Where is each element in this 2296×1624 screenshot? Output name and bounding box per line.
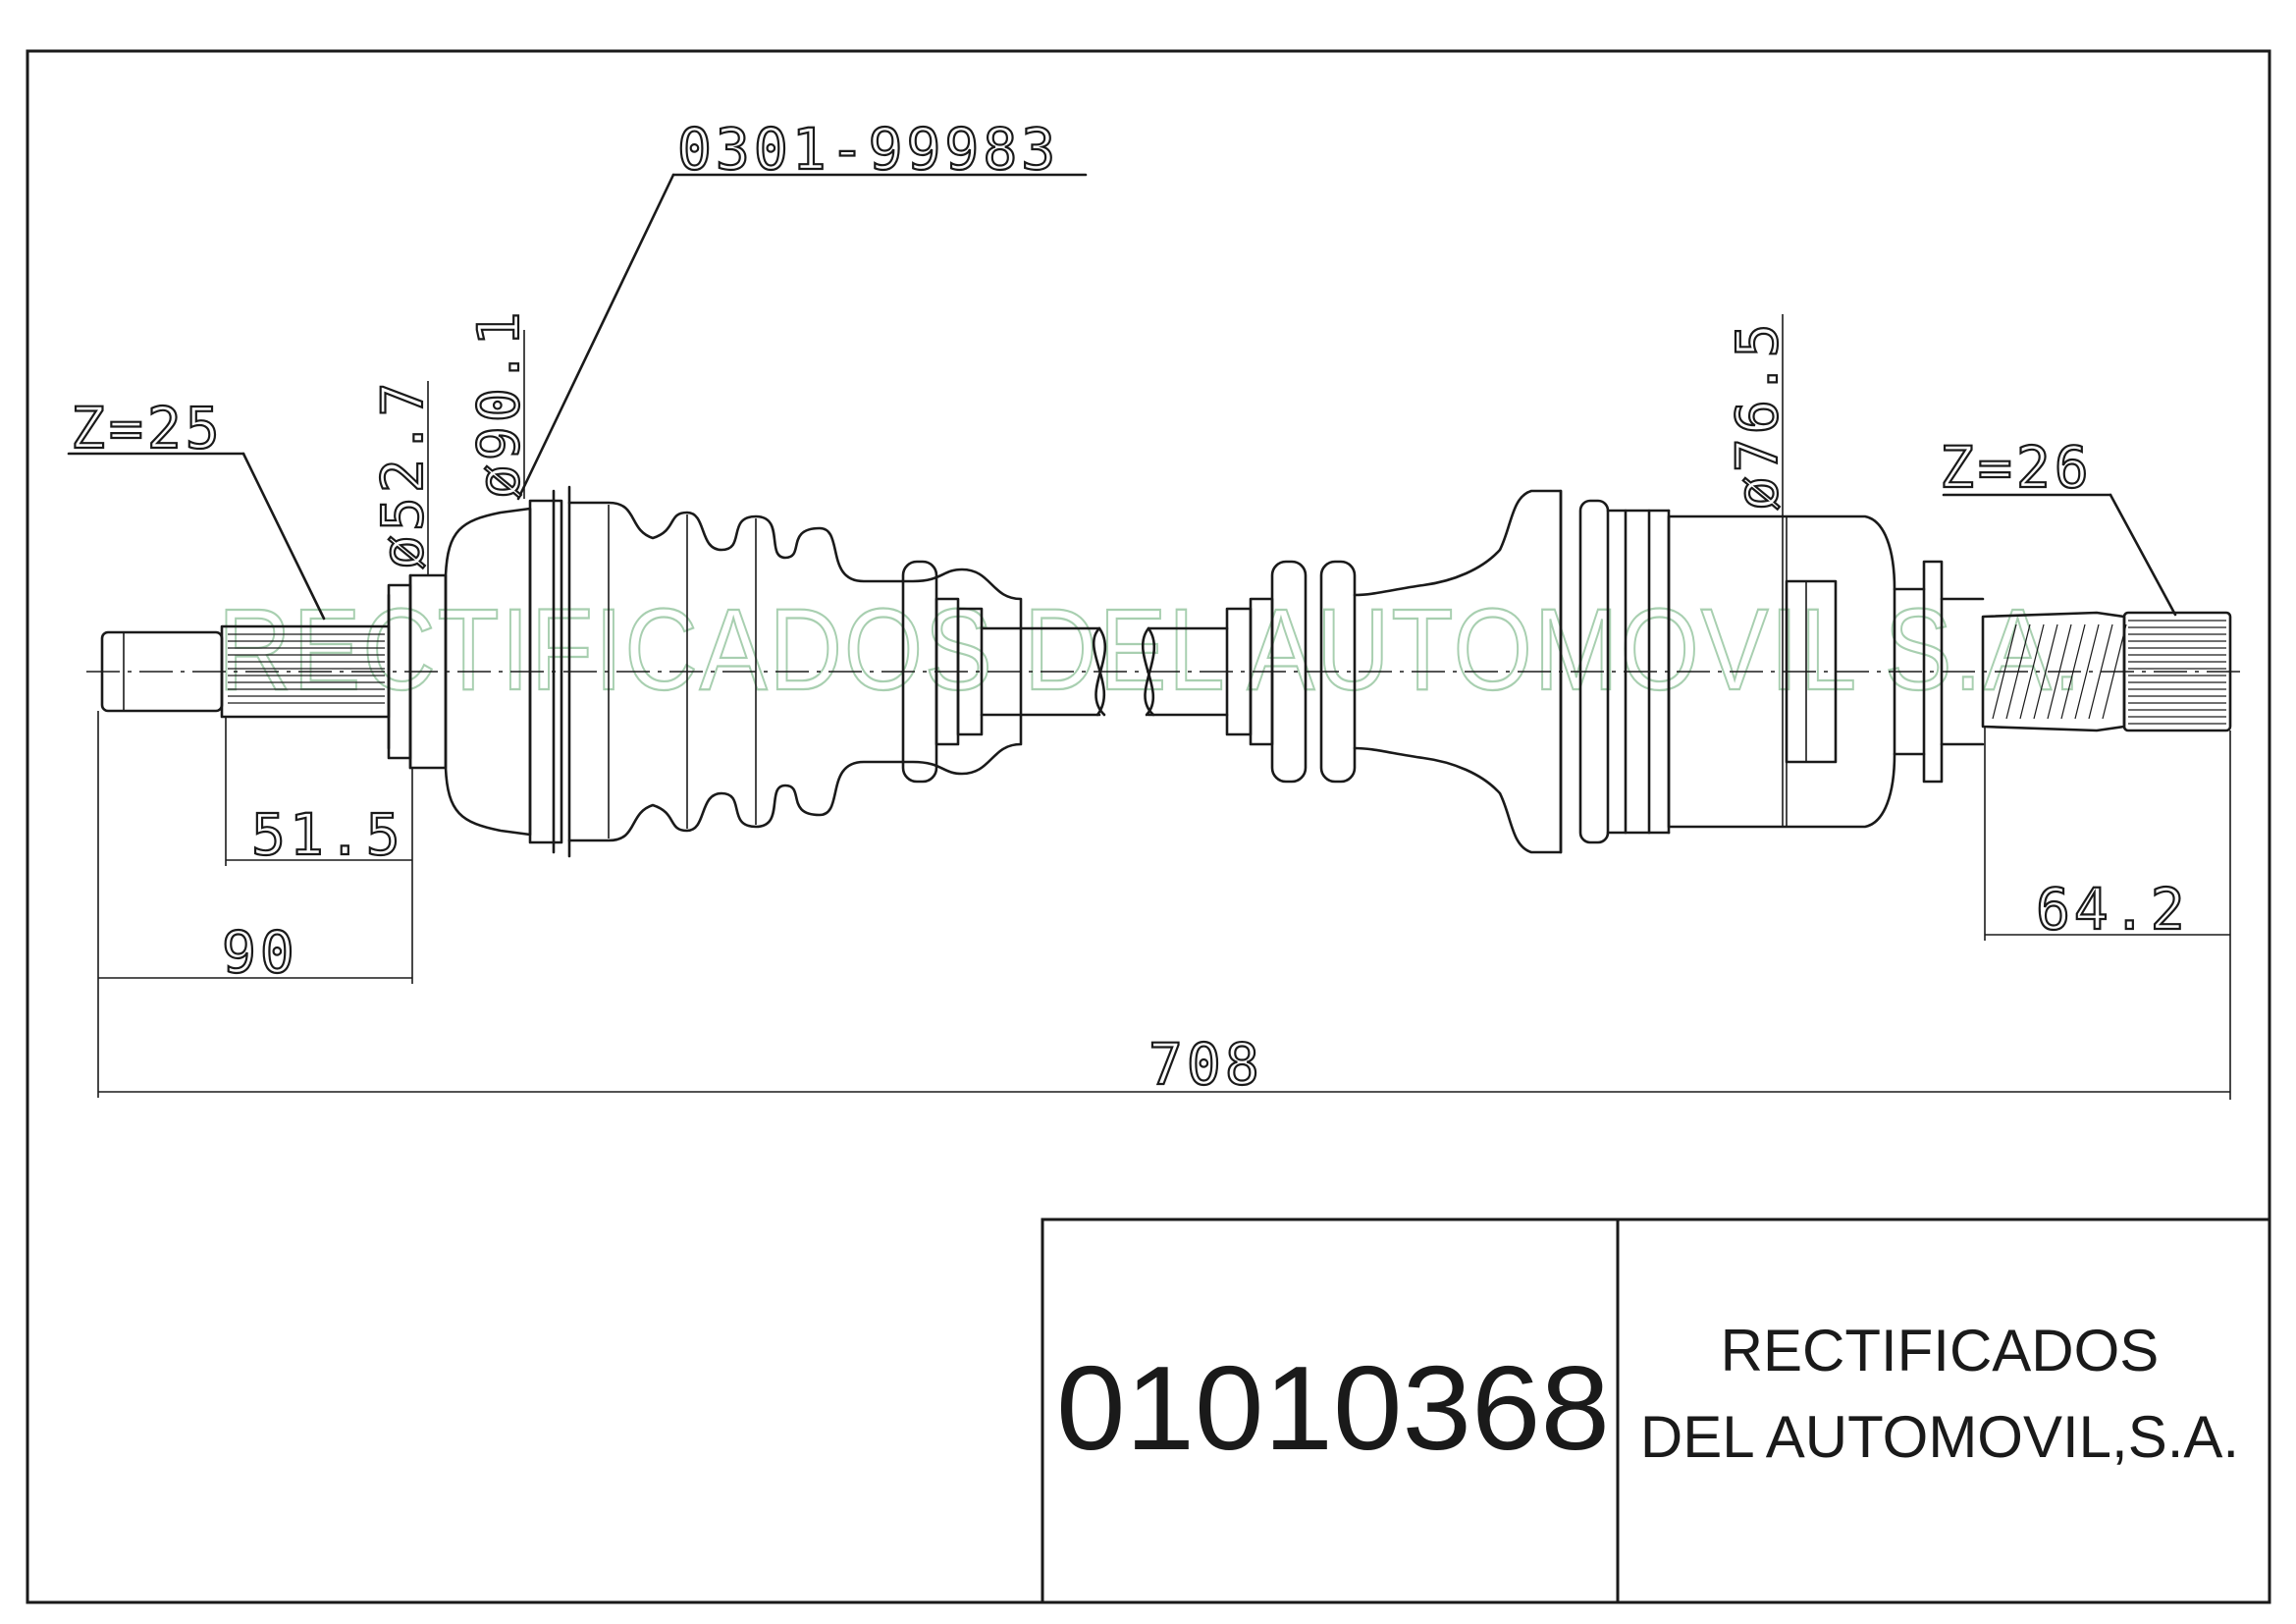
part-number-label: 0301-99983 bbox=[677, 116, 1059, 183]
dimension-left-spline: 51.5 bbox=[251, 801, 404, 868]
reference-number: 01010368 bbox=[1056, 1341, 1610, 1475]
diameter-left-shaft: ø52.7 bbox=[369, 378, 436, 569]
right-stub bbox=[1981, 611, 2232, 732]
dimension-right-stub: 64.2 bbox=[2036, 876, 2189, 943]
company-name-line1: RECTIFICADOS bbox=[1721, 1318, 2160, 1383]
diameter-right-joint: ø76.5 bbox=[1724, 319, 1790, 511]
right-spline-teeth bbox=[2128, 620, 2226, 725]
left-stub bbox=[100, 573, 448, 770]
dimension-left-stub: 90 bbox=[222, 919, 298, 986]
spline-count-right: Z=26 bbox=[1940, 434, 2093, 501]
company-name-line2: DEL AUTOMOVIL,S.A. bbox=[1640, 1404, 2239, 1470]
left-spline-teeth bbox=[228, 633, 385, 704]
dimension-overall: 708 bbox=[1148, 1031, 1263, 1098]
title-block: 01010368 RECTIFICADOS DEL AUTOMOVIL,S.A. bbox=[1041, 1218, 2271, 1604]
spline-count-left: Z=25 bbox=[71, 395, 224, 461]
drive-shaft bbox=[86, 485, 2248, 858]
diameter-left-joint: ø90.1 bbox=[465, 307, 532, 499]
watermark-text: RECTIFICADOS DEL AUTOMOVIL S.A. bbox=[218, 585, 2083, 715]
